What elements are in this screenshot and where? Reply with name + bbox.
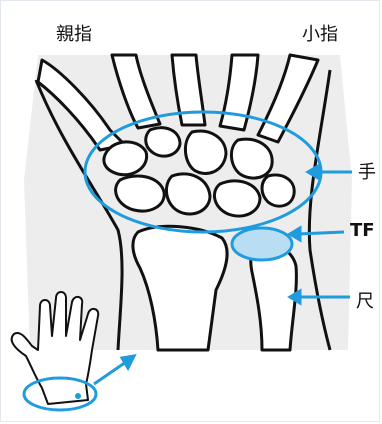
label-ulna: 尺: [356, 287, 374, 313]
carpal-lunate: [166, 174, 210, 214]
tfcc-highlight: [232, 228, 292, 260]
carpal-trapezium: [104, 142, 147, 175]
carpal-triquetrum: [214, 181, 260, 216]
inset-arrow: [94, 356, 134, 384]
leader-tfcc: [298, 232, 344, 234]
inset-wrist-dot: [75, 393, 81, 399]
carpal-trapezoid: [146, 128, 180, 156]
carpal-hamate: [231, 139, 272, 178]
carpal-scaphoid: [116, 176, 165, 211]
label-pinky: 小指: [302, 20, 338, 46]
inset-arrow-line: [94, 362, 126, 384]
label-carpal: 手: [358, 158, 376, 184]
label-tfcc: TF: [350, 220, 375, 241]
carpal-capitate: [185, 131, 226, 173]
carpal-pisiform: [262, 175, 294, 206]
label-thumb: 親指: [56, 20, 92, 46]
inset-arrow-head: [122, 356, 134, 368]
